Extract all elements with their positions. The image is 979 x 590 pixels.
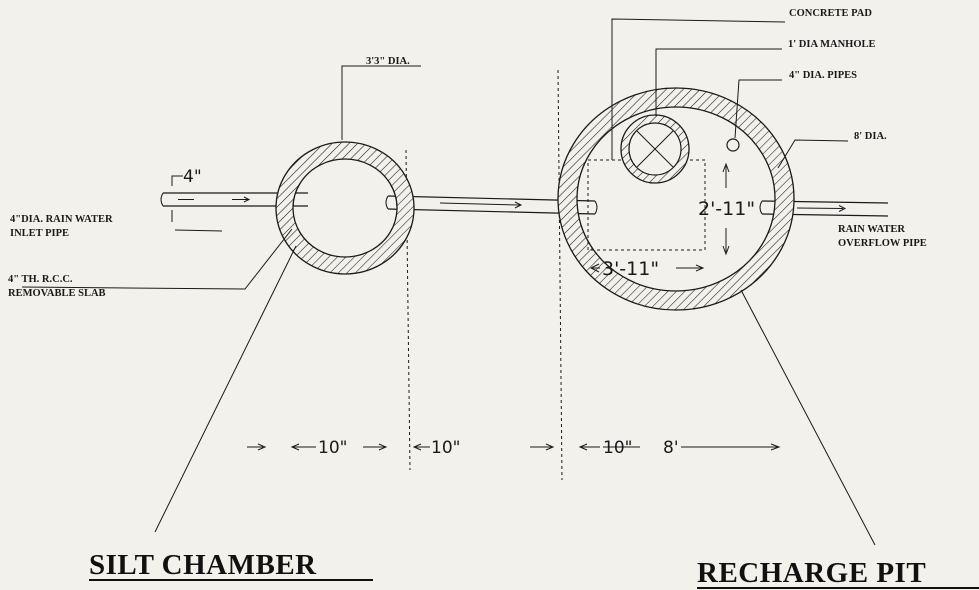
pipe-size-mark xyxy=(171,175,183,222)
dimension-label-3: 10" xyxy=(603,438,632,458)
pad-width-label: 3'-11" xyxy=(602,258,659,280)
concrete-pad-outline xyxy=(587,159,706,251)
pipe-size-label: 4" xyxy=(183,167,202,187)
inlet-pipe-label-2: INLET PIPE xyxy=(10,228,69,239)
recharge-pit-ring xyxy=(557,87,795,311)
pit-dia-label: 8' DIA. xyxy=(854,131,887,142)
leader-chamber-dia xyxy=(341,65,421,140)
overflow-label-1: RAIN WATER xyxy=(838,224,905,235)
concrete-pad-label: CONCRETE PAD xyxy=(789,8,872,19)
leader-slab xyxy=(21,228,293,290)
overflow-label-2: OVERFLOW PIPE xyxy=(838,238,927,249)
pad-height-label: 2'-11" xyxy=(698,198,755,220)
guide-line-2 xyxy=(557,69,563,481)
pad-width-arrows xyxy=(589,263,705,273)
pipes-label: 4" DIA. PIPES xyxy=(789,70,857,81)
manhole xyxy=(620,114,690,184)
manhole-label: 1' DIA MANHOLE xyxy=(788,39,876,50)
silt-chamber-title: SILT CHAMBER xyxy=(89,549,317,581)
pad-height-arrows xyxy=(722,162,730,256)
leader-manhole xyxy=(655,48,782,116)
recharge-pit-title: RECHARGE PIT xyxy=(697,557,926,589)
dimension-label-1: 10" xyxy=(318,438,347,458)
dimension-label-4: 8' xyxy=(663,438,679,458)
guide-line-1 xyxy=(405,149,411,471)
dimension-label-2: 10" xyxy=(431,438,460,458)
leader-recharge-pit xyxy=(740,289,876,546)
leader-concrete-pad xyxy=(611,18,786,160)
bottom-dimension-arrows xyxy=(247,443,781,451)
leader-inlet xyxy=(174,229,223,232)
leader-pit-dia xyxy=(777,139,849,169)
leader-silt-chamber xyxy=(154,245,297,533)
leader-pipes xyxy=(734,79,782,139)
small-pipe-circle xyxy=(726,138,740,152)
slab-label-2: REMOVABLE SLAB xyxy=(8,288,106,299)
silt-chamber-ring xyxy=(275,141,415,275)
slab-label-1: 4" TH. R.C.C. xyxy=(8,274,73,285)
chamber-dia-label: 3'3" DIA. xyxy=(366,56,410,67)
inlet-pipe-label-1: 4"DIA. RAIN WATER xyxy=(10,214,113,225)
